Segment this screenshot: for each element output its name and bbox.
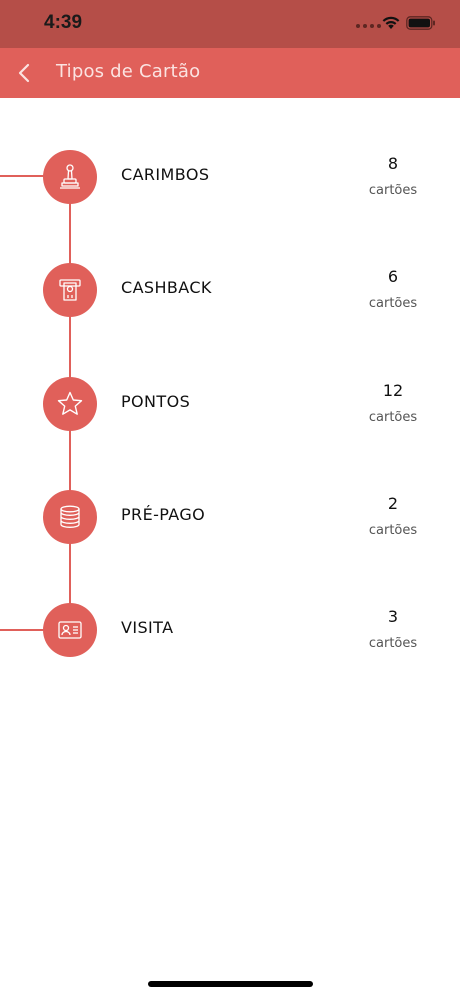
card-type-row-cashback[interactable]: CASHBACK 6 cartões — [0, 263, 460, 323]
back-chevron-icon[interactable] — [14, 61, 34, 85]
id-card-icon — [58, 621, 82, 639]
timeline-connector-top — [0, 175, 46, 177]
status-bar: 4:39 — [0, 0, 460, 48]
card-type-row-carimbos[interactable]: CARIMBOS 8 cartões — [0, 150, 460, 210]
card-count-unit: cartões — [368, 183, 418, 198]
timeline-connector-bottom — [0, 629, 46, 631]
card-type-icon-badge — [43, 150, 97, 204]
card-count-unit: cartões — [368, 523, 418, 538]
card-count-unit: cartões — [368, 636, 418, 651]
star-icon — [57, 391, 83, 415]
card-type-icon-badge — [43, 377, 97, 431]
card-count: 12 — [382, 381, 404, 400]
card-type-row-pontos[interactable]: PONTOS 12 cartões — [0, 377, 460, 437]
wifi-icon — [382, 16, 400, 29]
card-count: 6 — [387, 267, 399, 286]
card-count: 2 — [387, 494, 399, 513]
status-time: 4:39 — [44, 12, 83, 33]
battery-icon — [406, 16, 435, 30]
cellular-signal-icon — [356, 24, 381, 28]
card-type-row-pre-pago[interactable]: PRÉ-PAGO 2 cartões — [0, 490, 460, 550]
card-type-row-visita[interactable]: VISITA 3 cartões — [0, 603, 460, 663]
card-type-icon-badge — [43, 263, 97, 317]
card-count: 8 — [387, 154, 399, 173]
card-type-label: VISITA — [121, 618, 174, 637]
card-type-label: CARIMBOS — [121, 165, 210, 184]
card-type-label: PONTOS — [121, 392, 191, 411]
card-count-unit: cartões — [368, 410, 418, 425]
card-type-icon-badge — [43, 603, 97, 657]
card-type-icon-badge — [43, 490, 97, 544]
card-type-label: CASHBACK — [121, 278, 212, 297]
stamp-icon — [60, 164, 80, 189]
page-title: Tipos de Cartão — [56, 61, 201, 82]
card-count: 3 — [387, 607, 399, 626]
home-indicator[interactable] — [148, 981, 313, 987]
coins-stack-icon — [60, 505, 80, 528]
card-count-unit: cartões — [368, 296, 418, 311]
card-type-label: PRÉ-PAGO — [121, 505, 206, 524]
atm-cash-icon — [59, 279, 81, 301]
navigation-bar: Tipos de Cartão — [0, 48, 460, 98]
